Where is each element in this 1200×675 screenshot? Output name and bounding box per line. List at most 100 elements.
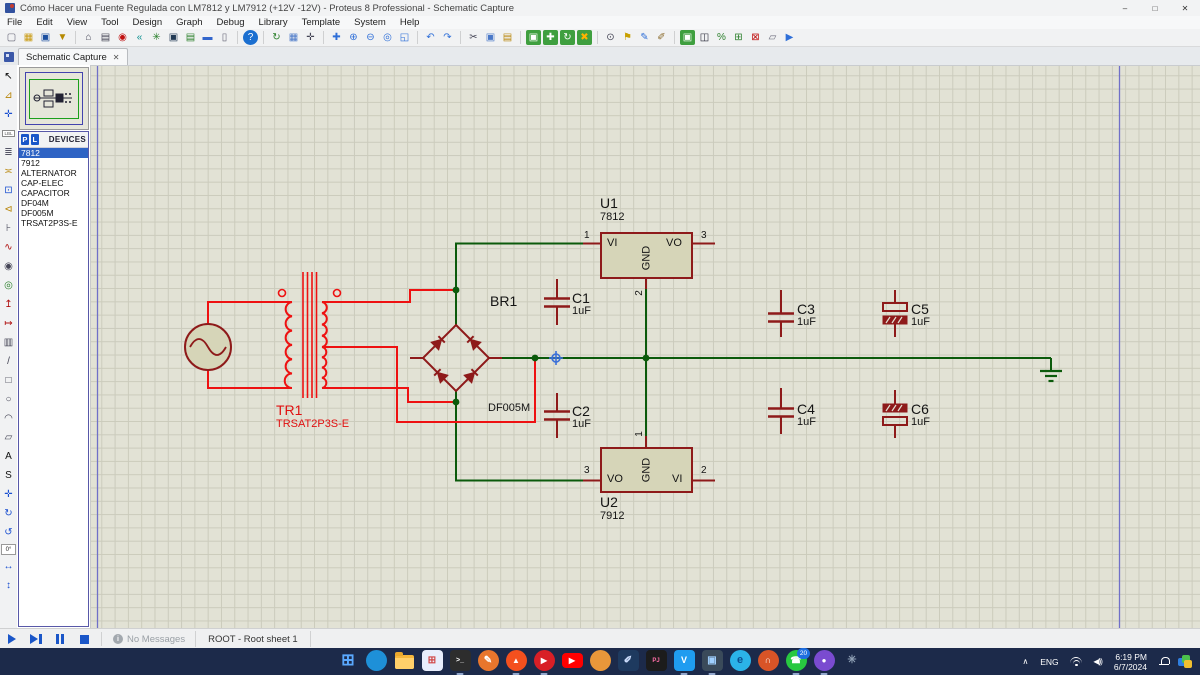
speaker-icon[interactable]: ◀)) xyxy=(1093,657,1103,666)
zoom-in-icon[interactable]: ⊕ xyxy=(349,31,358,43)
menu-graph[interactable]: Graph xyxy=(176,17,203,28)
maximize-button[interactable]: □ xyxy=(1152,3,1158,13)
br1-ref-label[interactable]: BR1 xyxy=(490,293,518,309)
block-copy-icon[interactable]: ▣ xyxy=(526,30,541,45)
device-item-7912[interactable]: 7912 xyxy=(21,158,40,168)
bill-of-materials-icon[interactable]: ▤ xyxy=(185,31,196,43)
capacitor-c4[interactable] xyxy=(768,388,794,434)
capacitor-c1[interactable] xyxy=(544,279,570,325)
terminal-icon[interactable]: >_ xyxy=(449,650,471,675)
u1-pin2-number-label[interactable]: 2 xyxy=(634,290,645,296)
new-design-icon[interactable]: ▢ xyxy=(6,31,17,43)
rotate-clockwise-icon[interactable]: ↻ xyxy=(4,507,13,519)
previous-sheet-icon[interactable]: « xyxy=(136,31,143,43)
pick-device-button[interactable]: P xyxy=(21,134,29,145)
text-script-mode-icon[interactable]: ≣ xyxy=(4,146,13,158)
u1-pin3-number-label[interactable]: 3 xyxy=(701,230,707,241)
media-player-icon[interactable]: ▶ xyxy=(533,650,555,675)
design-tools-icon[interactable]: ✐ xyxy=(617,650,639,675)
c1-value-label[interactable]: 1uF xyxy=(572,305,591,317)
voltage-probe-mode-icon[interactable]: ↥ xyxy=(4,298,13,310)
regulator-u2[interactable] xyxy=(583,436,715,493)
device-item-alternator[interactable]: ALTERNATOR xyxy=(21,168,77,178)
u1-ref-label[interactable]: U1 xyxy=(600,195,618,211)
menu-tool[interactable]: Tool xyxy=(101,17,119,28)
language-indicator[interactable]: ENG xyxy=(1040,656,1059,667)
remove-sheet-icon[interactable]: ⊠ xyxy=(751,31,760,43)
2d-path-mode-icon[interactable]: ▱ xyxy=(4,431,13,443)
device-pins-mode-icon[interactable]: ⊦ xyxy=(5,222,12,234)
generator-mode-icon[interactable]: ◎ xyxy=(4,279,13,291)
menu-system[interactable]: System xyxy=(354,17,386,28)
zoom-out-icon[interactable]: ⊖ xyxy=(366,31,375,43)
capacitor-c2[interactable] xyxy=(544,393,570,438)
virtual-instruments-mode-icon[interactable]: ▥ xyxy=(3,336,14,348)
home-page-icon[interactable]: ⌂ xyxy=(85,31,92,43)
toggle-grid-icon[interactable]: ▦ xyxy=(288,31,299,43)
github-icon[interactable]: ● xyxy=(813,650,835,675)
c6-value-label[interactable]: 1uF xyxy=(911,416,930,428)
vscode-icon[interactable]: V xyxy=(673,650,695,675)
regulator-u1[interactable] xyxy=(583,232,715,289)
block-move-icon[interactable]: ✚ xyxy=(543,30,558,45)
component-mode-icon[interactable]: ⊿ xyxy=(4,89,13,101)
c4-value-label[interactable]: 1uF xyxy=(797,416,816,428)
u1-pin-vi-label[interactable]: VI xyxy=(607,237,618,249)
return-to-parent-icon[interactable]: ▶ xyxy=(785,31,794,43)
menu-file[interactable]: File xyxy=(7,17,23,28)
property-assignment-icon[interactable]: % xyxy=(717,31,726,43)
headset-icon[interactable]: ∩ xyxy=(757,650,779,675)
u2-ref-label[interactable]: U2 xyxy=(600,494,618,510)
u2-pin-gnd-label[interactable]: GND xyxy=(640,457,653,483)
minimize-button[interactable]: – xyxy=(1122,3,1128,13)
make-device-icon[interactable]: ⚑ xyxy=(623,31,632,43)
start-button[interactable]: ⊞ xyxy=(337,650,359,675)
device-item-df04m[interactable]: DF04M xyxy=(21,198,49,208)
brave-icon[interactable]: ▲ xyxy=(505,650,527,675)
youtube-icon[interactable]: ▶ xyxy=(561,650,583,675)
false-origin-icon[interactable]: ✛ xyxy=(306,31,315,43)
pet-app-icon[interactable] xyxy=(589,650,611,675)
ide-dark-icon[interactable]: PJ xyxy=(645,650,667,675)
transformer-tr1[interactable] xyxy=(277,272,342,398)
junction-dot-mode-icon[interactable]: ✛ xyxy=(4,108,13,120)
redo-icon[interactable]: ↷ xyxy=(443,31,452,43)
play-button[interactable] xyxy=(0,631,24,647)
new-sheet-icon-icon[interactable]: ▤ xyxy=(100,31,111,43)
undo-icon[interactable]: ↶ xyxy=(426,31,435,43)
block-rotate-icon[interactable]: ↻ xyxy=(560,30,575,45)
capacitor-c3[interactable] xyxy=(768,290,794,337)
c4-ref-label[interactable]: C4 xyxy=(797,401,815,417)
menu-view[interactable]: View xyxy=(66,17,88,28)
u2-pin-vi-label[interactable]: VI xyxy=(672,473,683,485)
help-icon[interactable]: ? xyxy=(243,30,258,45)
2d-arc-mode-icon[interactable]: ◠ xyxy=(4,412,13,424)
u2-pin-vo-label[interactable]: VO xyxy=(607,473,623,485)
zoom-area-icon[interactable]: ◱ xyxy=(399,31,410,43)
rotation-angle-icon[interactable]: 0° xyxy=(1,544,16,555)
zoom-all-icon[interactable]: ◎ xyxy=(383,31,392,43)
u1-pin-vo-label[interactable]: VO xyxy=(666,237,682,249)
library-button[interactable]: L xyxy=(30,134,39,145)
tab-schematic-capture[interactable]: Schematic Capture ✕ xyxy=(18,48,128,65)
device-item-7812[interactable]: 7812 xyxy=(19,148,88,158)
tray-chevron-icon[interactable]: ∧ xyxy=(1022,657,1029,666)
2d-marker-mode-icon[interactable]: ✛ xyxy=(4,488,13,500)
capacitor-c5[interactable] xyxy=(882,290,908,337)
alternator-source[interactable] xyxy=(184,323,232,371)
tab-close-icon[interactable]: ✕ xyxy=(112,52,120,62)
browser-blue-icon[interactable] xyxy=(365,650,387,675)
u1-pin1-number-label[interactable]: 1 xyxy=(584,230,590,241)
rotate-anticlockwise-icon[interactable]: ↺ xyxy=(4,526,13,538)
microsoft-store-icon[interactable]: ⊞ xyxy=(421,650,443,675)
save-design-icon[interactable]: ▣ xyxy=(40,31,51,43)
buses-mode-icon[interactable]: ≍ xyxy=(4,165,13,177)
netlist-transfer-icon[interactable]: ▯ xyxy=(221,31,228,43)
step-button[interactable] xyxy=(24,631,48,647)
2d-circle-mode-icon[interactable]: ○ xyxy=(5,393,12,405)
green-wires[interactable] xyxy=(455,242,1052,482)
pick-parts-icon[interactable]: ⊙ xyxy=(606,31,615,43)
2d-box-mode-icon[interactable]: □ xyxy=(5,374,12,386)
c1-ref-label[interactable]: C1 xyxy=(572,290,590,306)
